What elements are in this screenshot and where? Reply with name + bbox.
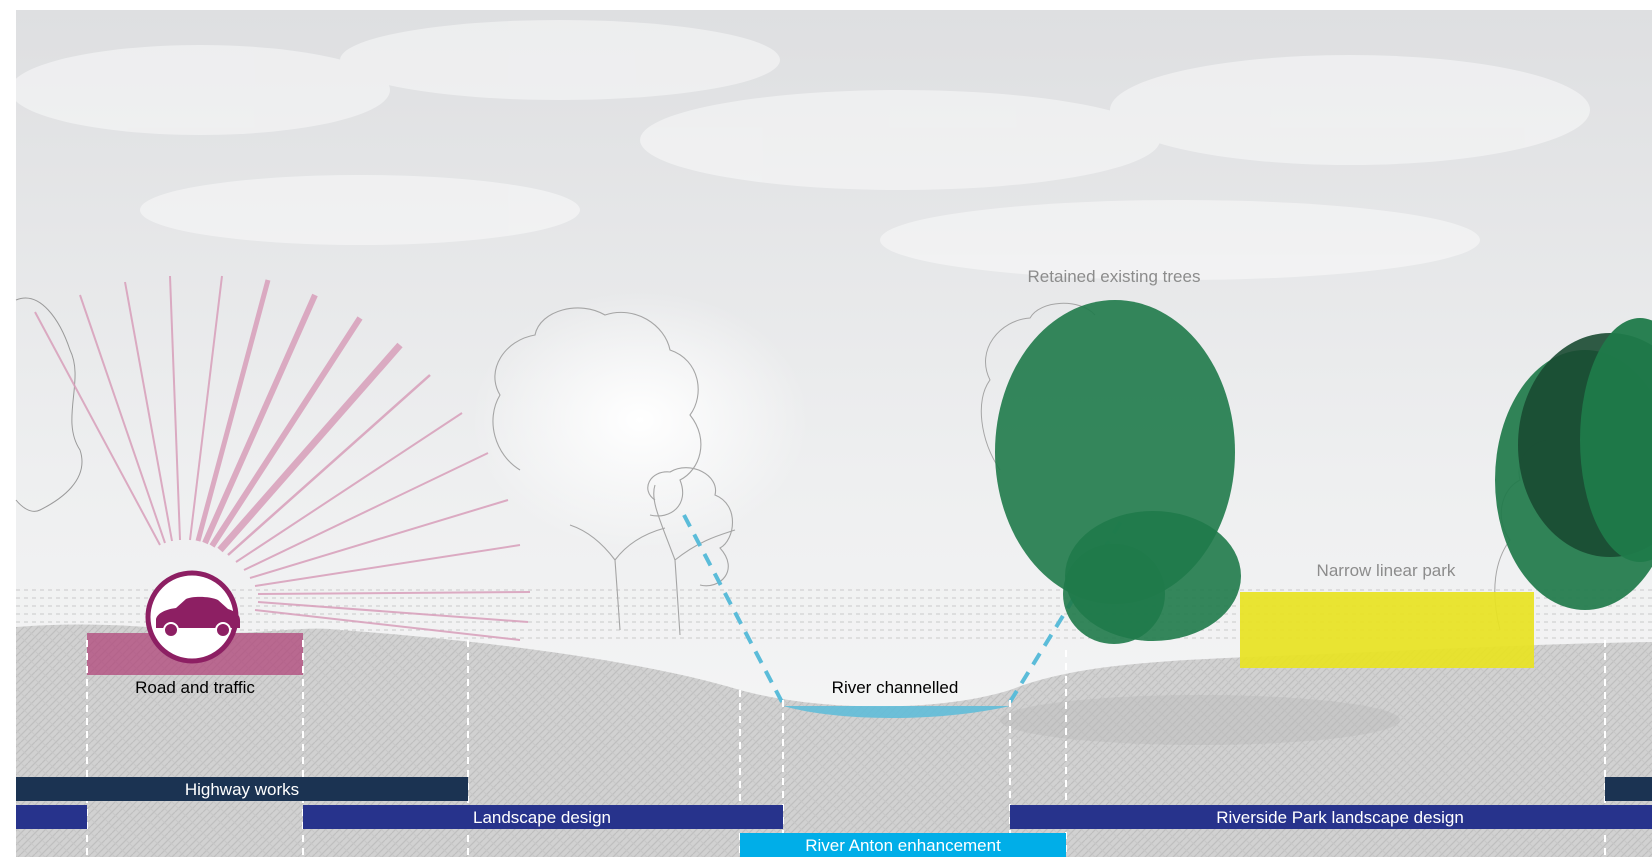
- linear-park-block: [1240, 592, 1534, 668]
- car-icon: [145, 570, 240, 664]
- highway-works-bar: Highway works: [16, 777, 1652, 801]
- river-anton-bar: River Anton enhancement: [740, 833, 1066, 857]
- tree-outline-center: [492, 307, 736, 636]
- river-water: [783, 706, 1010, 718]
- landscape-design-bar: Landscape design: [16, 805, 783, 829]
- traffic-noise-rays: [34, 275, 531, 641]
- river-channelled-label: River channelled: [832, 678, 959, 697]
- tree-outline-left: [15, 297, 83, 512]
- riverside-park-label: Riverside Park landscape design: [1216, 808, 1464, 827]
- ground-shadow: [1000, 695, 1400, 745]
- riverside-park-bar: Riverside Park landscape design: [1010, 805, 1652, 829]
- retained-trees: [995, 300, 1652, 644]
- retained-trees-label: Retained existing trees: [1028, 267, 1201, 286]
- landscape-design-label: Landscape design: [473, 808, 611, 827]
- narrow-park-label: Narrow linear park: [1317, 561, 1456, 580]
- clouds: [10, 20, 1590, 280]
- road-traffic-label: Road and traffic: [135, 678, 255, 697]
- river-anton-label: River Anton enhancement: [805, 836, 1001, 855]
- highway-works-label: Highway works: [185, 780, 299, 799]
- tree-glow: [470, 290, 810, 550]
